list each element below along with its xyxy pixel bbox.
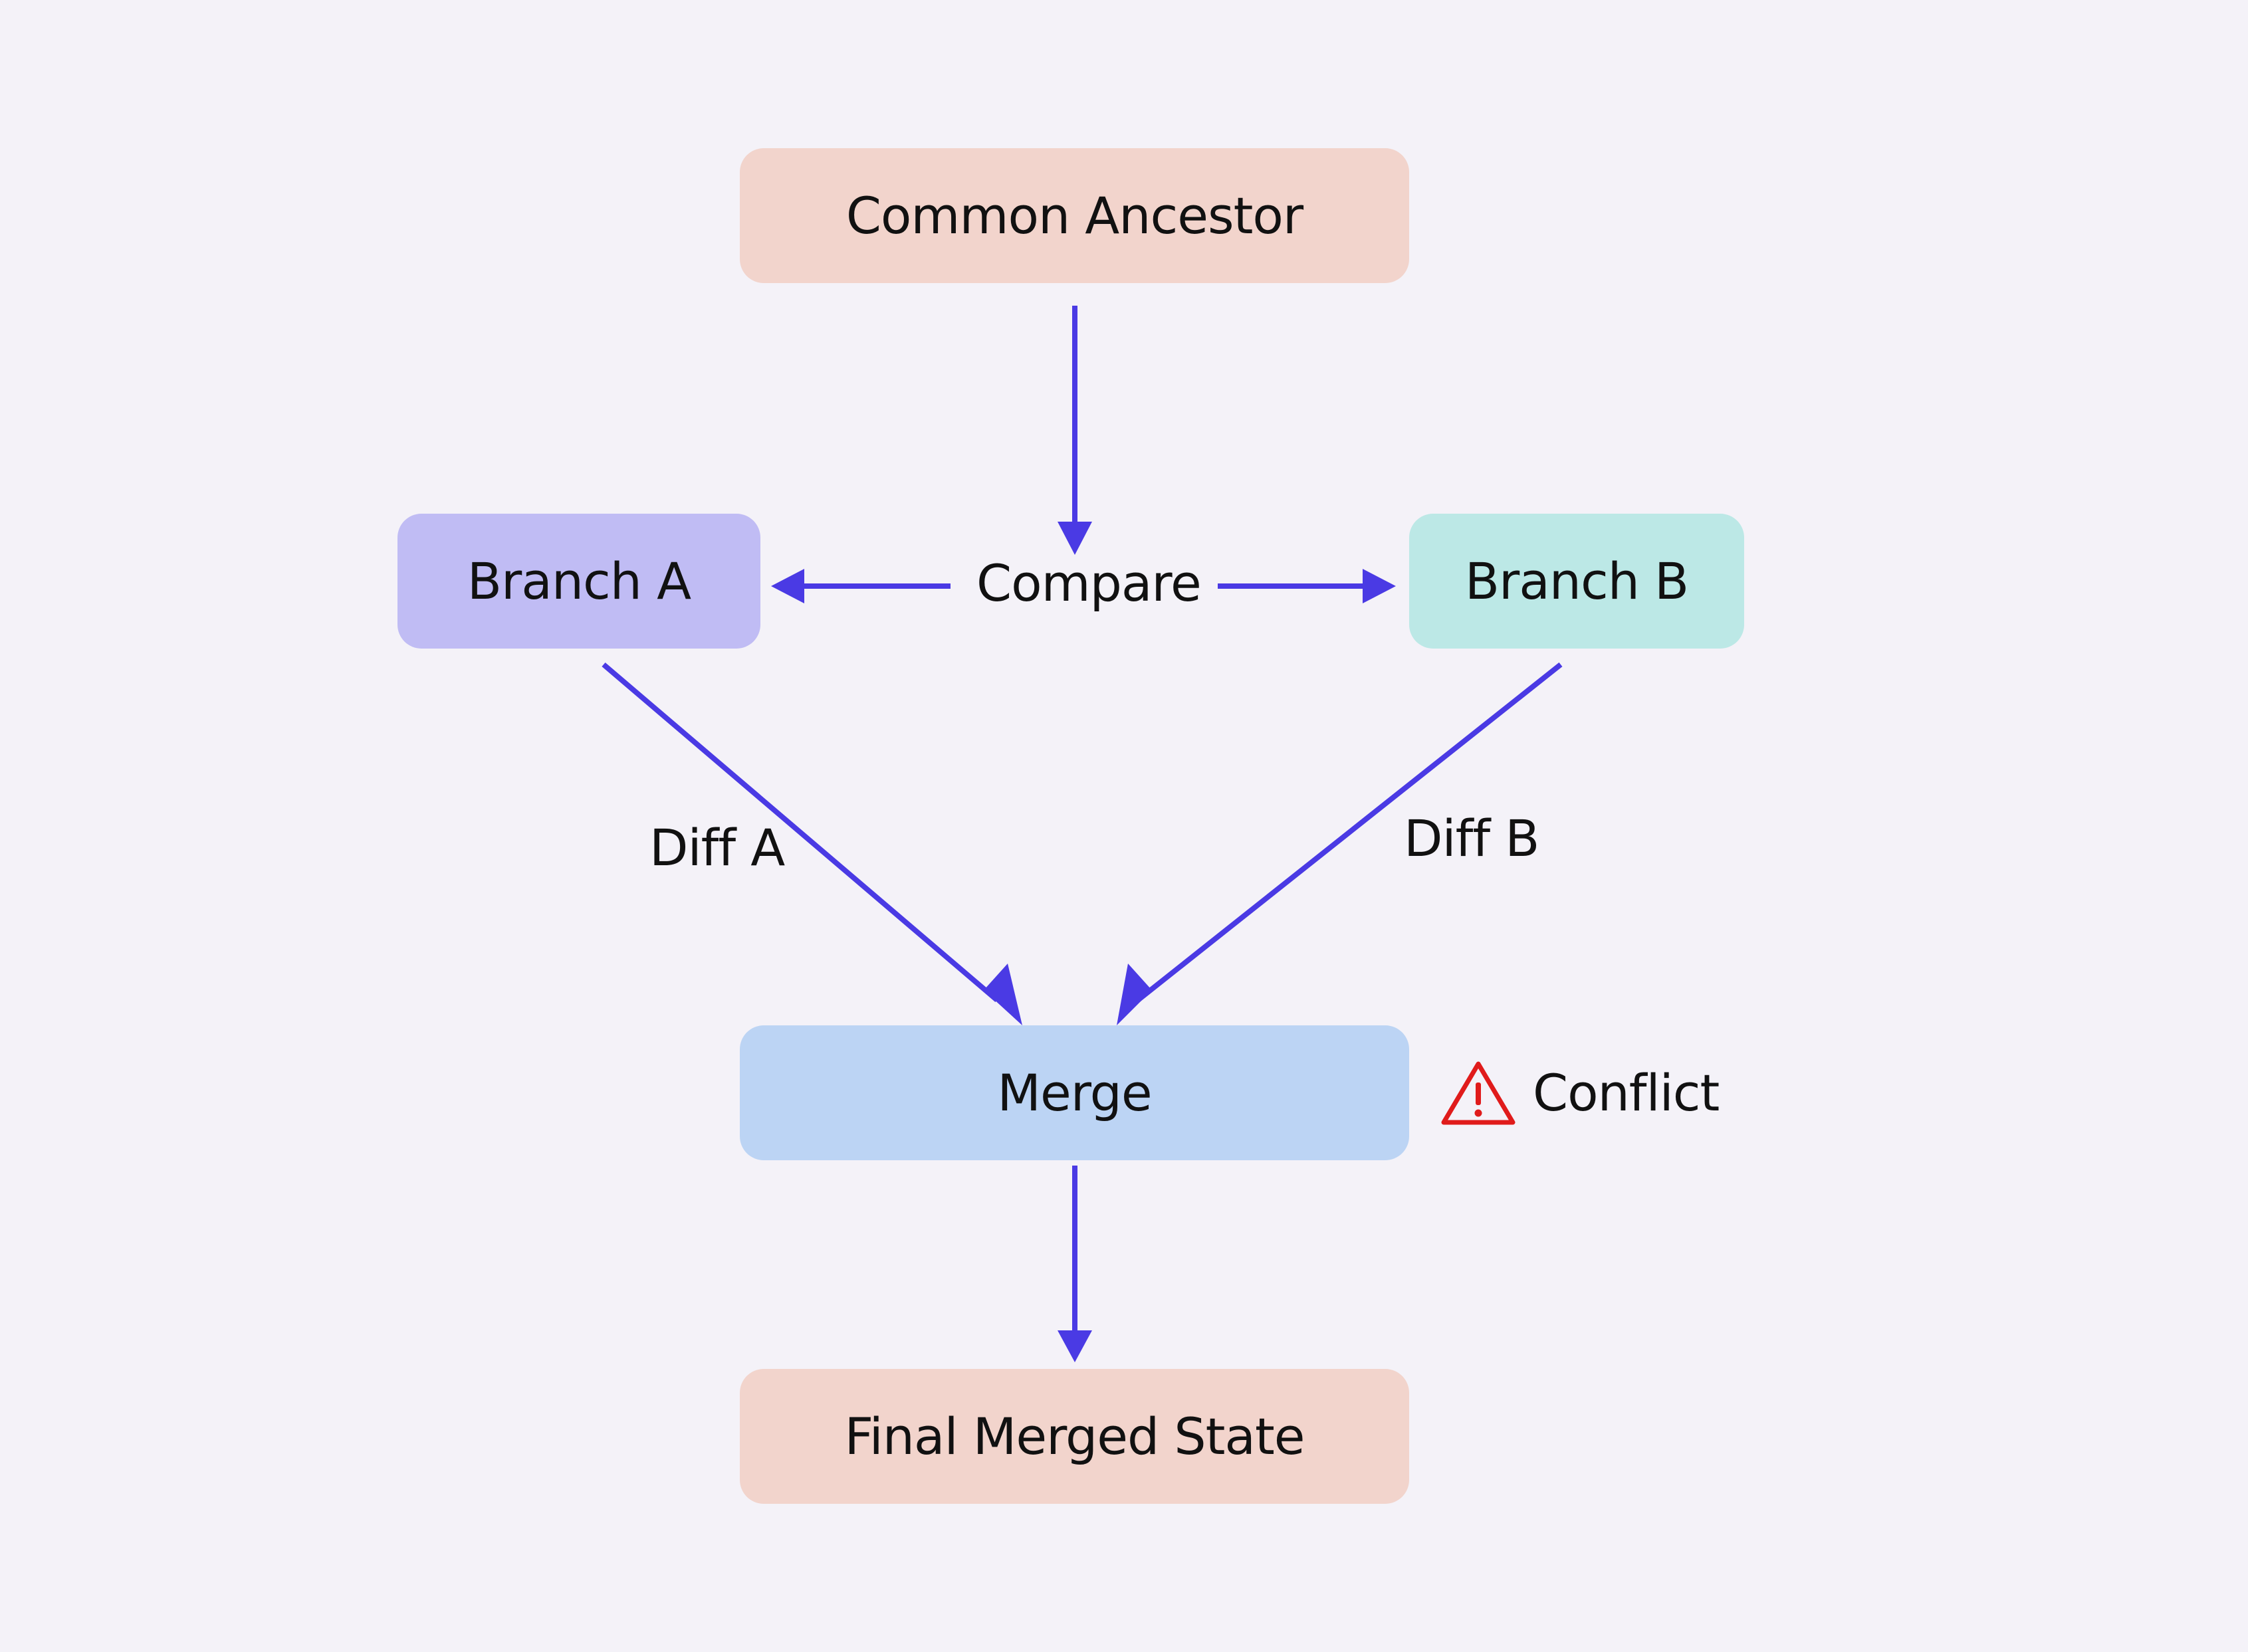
- node-branch-a: Branch A: [397, 514, 760, 649]
- conflict-annotation: Conflict: [1440, 1060, 1720, 1126]
- arrowhead-left-branch-a: [771, 569, 804, 603]
- node-final-merged-state: Final Merged State: [740, 1369, 1409, 1504]
- edge-branch-b-to-merge: [1136, 662, 1563, 1003]
- arrowhead-right-branch-b: [1363, 569, 1396, 603]
- edge-label-compare: Compare: [976, 554, 1202, 613]
- edge-label-diff-b: Diff B: [1404, 809, 1539, 868]
- node-branch-b: Branch B: [1409, 514, 1744, 649]
- conflict-label: Conflict: [1533, 1063, 1720, 1122]
- edge-branch-a-to-merge: [602, 662, 999, 1003]
- arrowhead-merge-from-a: [984, 964, 1022, 1025]
- warning-triangle-icon: [1441, 1061, 1516, 1125]
- arrowhead-merge-from-b: [1117, 964, 1152, 1025]
- node-common-ancestor: Common Ancestor: [740, 148, 1409, 283]
- node-merge: Merge: [740, 1025, 1409, 1160]
- arrowhead-down-final: [1058, 1330, 1092, 1362]
- edge-label-diff-a: Diff A: [649, 818, 785, 877]
- arrowhead-down-compare: [1058, 522, 1092, 555]
